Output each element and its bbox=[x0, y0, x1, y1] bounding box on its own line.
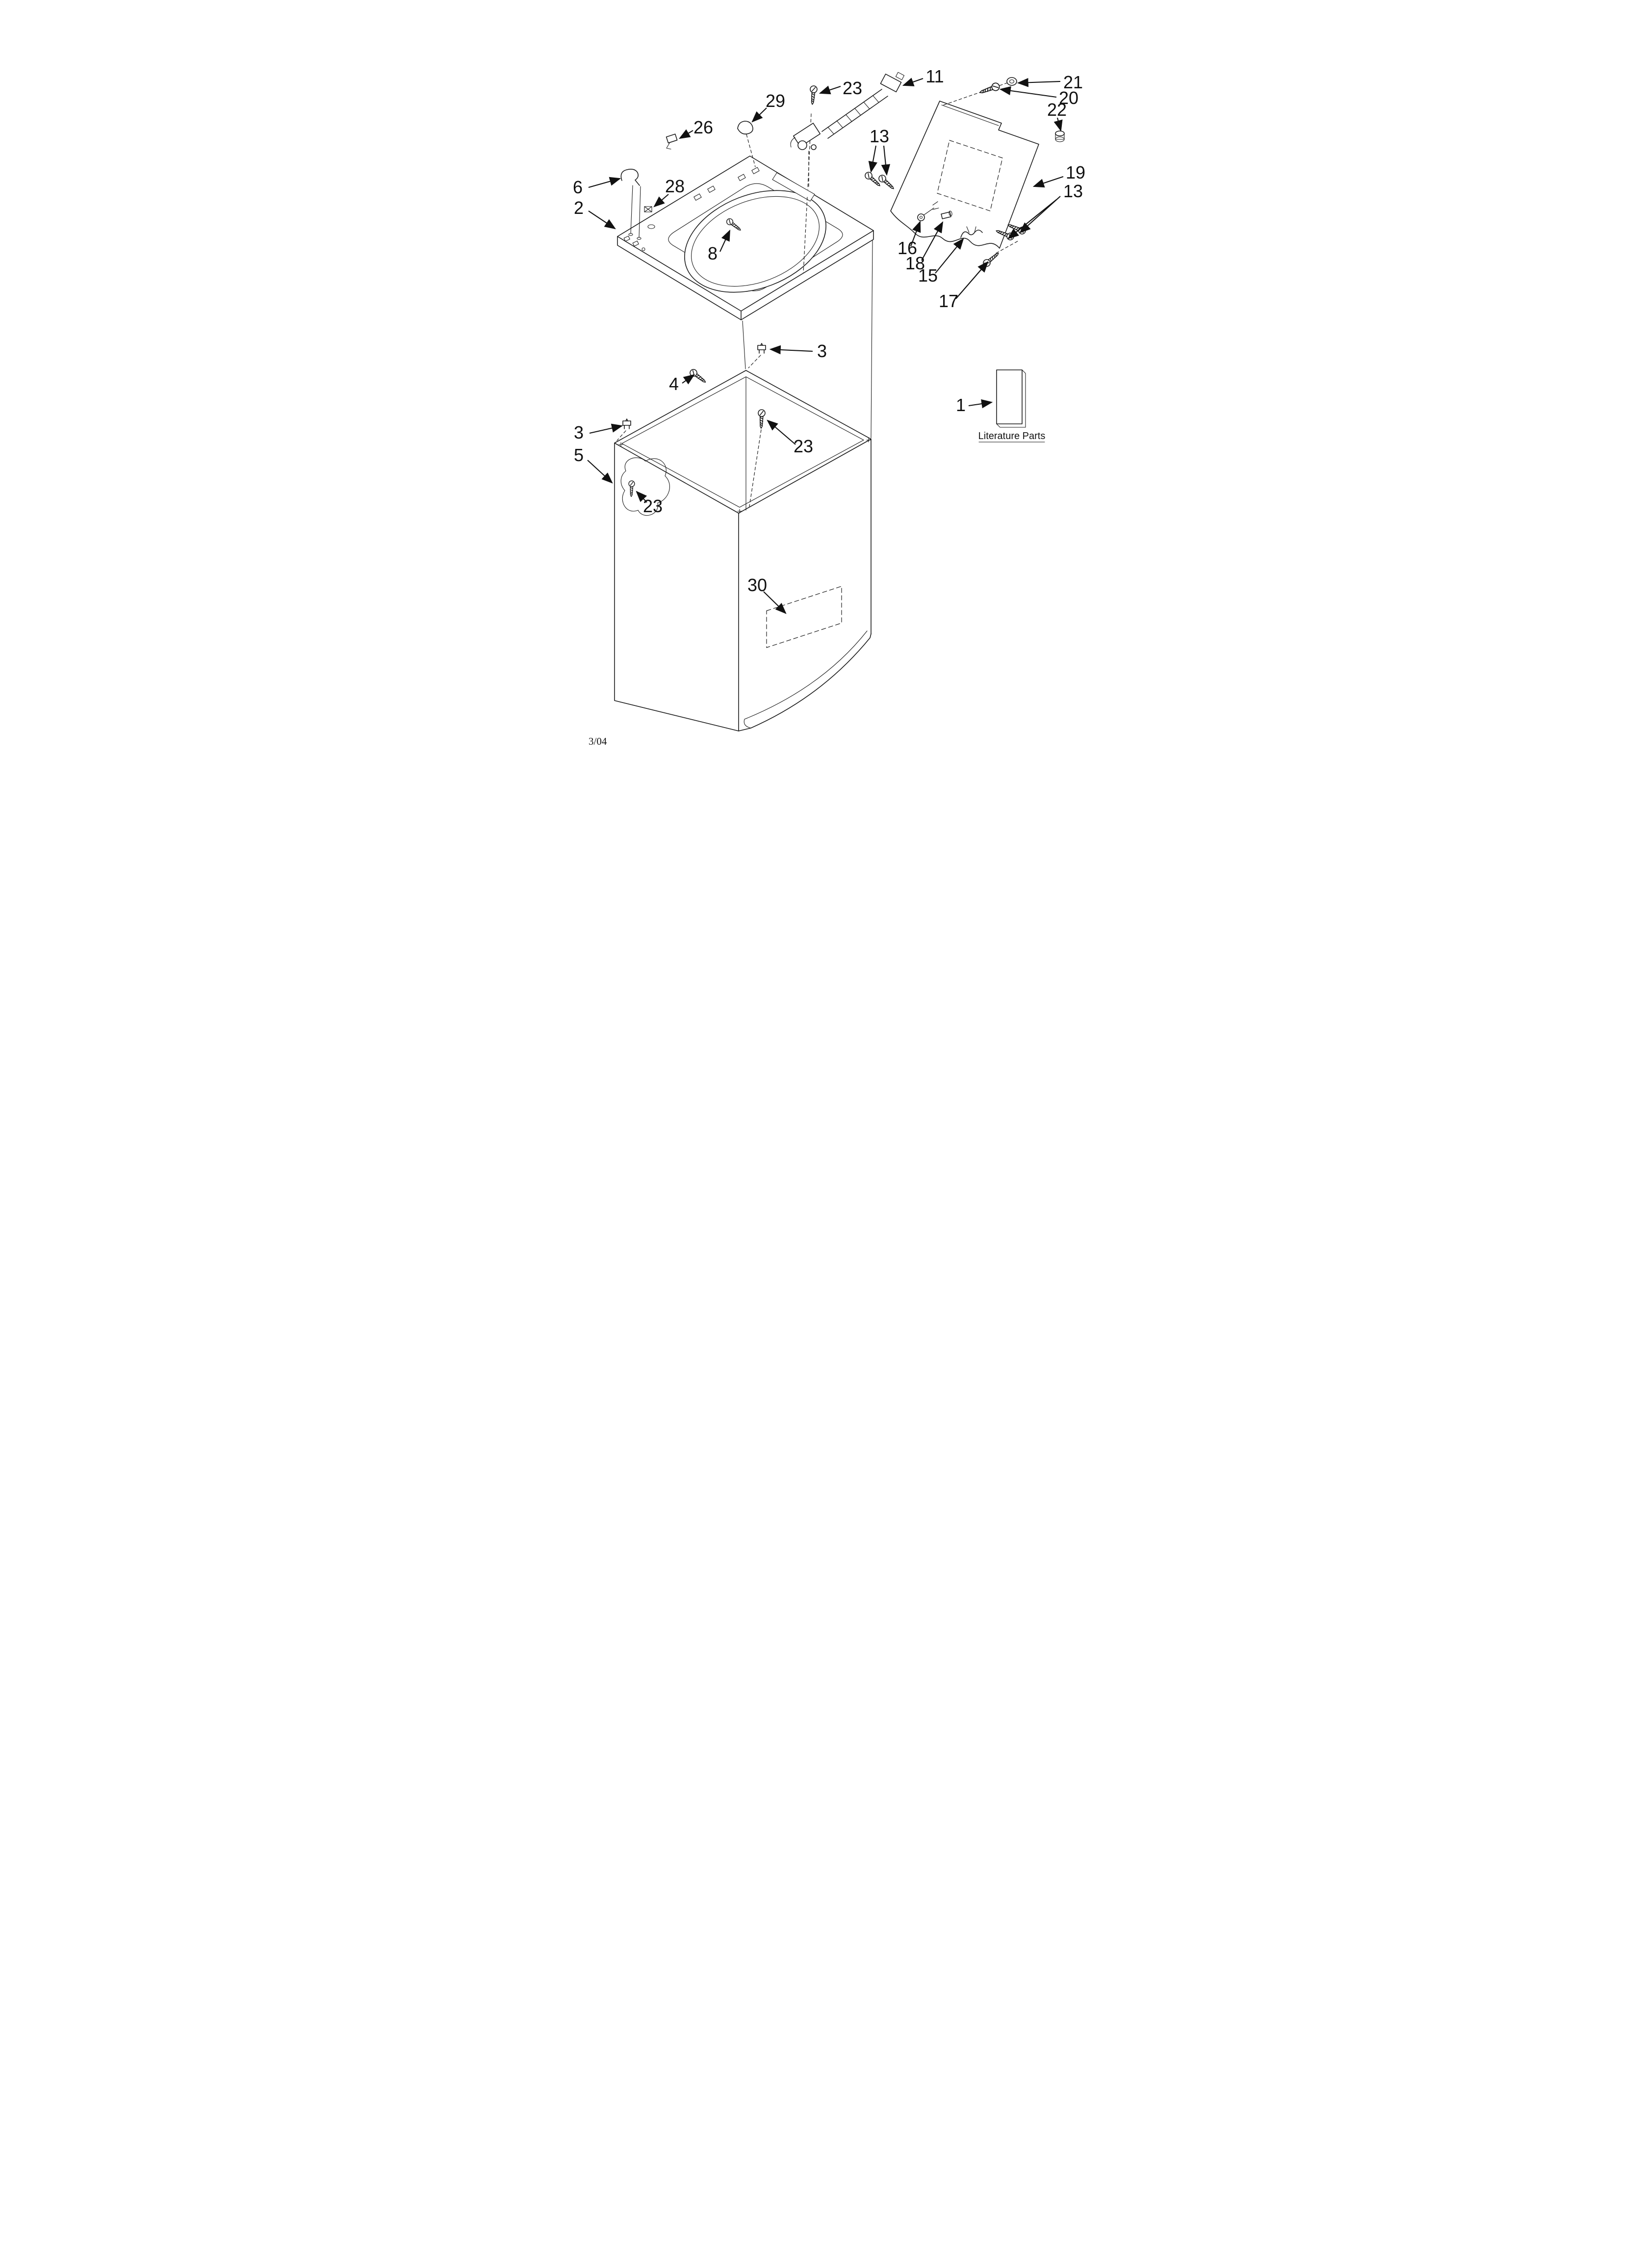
callout-8-screw: 8 bbox=[708, 243, 718, 263]
rear-panel-drawing bbox=[890, 101, 1039, 249]
callout-5-cabinet: 5 bbox=[574, 445, 584, 465]
grommet-part22-drawing bbox=[1055, 130, 1065, 142]
footer-date: 3/04 bbox=[589, 735, 607, 747]
callout-28-fastener: 28 bbox=[665, 176, 685, 196]
clip-part6-drawing bbox=[620, 169, 641, 240]
callout-26-clip: 26 bbox=[693, 117, 713, 137]
callout-11-harness: 11 bbox=[925, 66, 944, 86]
terminal-part16-drawing bbox=[917, 201, 939, 221]
screw-23-lower-drawing bbox=[628, 480, 635, 497]
callout-6-clip: 6 bbox=[573, 177, 583, 197]
clip-3-center-drawing bbox=[748, 343, 766, 368]
callout-1-literature: 1 bbox=[956, 395, 966, 415]
callout-arrows bbox=[587, 78, 1064, 614]
cabinet-drawing bbox=[614, 370, 872, 731]
fastener-part28-drawing bbox=[644, 206, 652, 212]
callout-3-clip-center: 3 bbox=[817, 341, 827, 361]
literature-book-drawing bbox=[978, 369, 1045, 443]
callout-13-screws-right: 13 bbox=[1063, 181, 1083, 201]
projection-lines bbox=[742, 240, 873, 439]
callout-15-clip: 15 bbox=[918, 265, 938, 286]
callout-21-nut: 21 bbox=[1063, 72, 1083, 92]
callout-16-terminal: 16 bbox=[898, 238, 917, 258]
nut-part21-drawing bbox=[1006, 77, 1017, 86]
clip-part26-drawing bbox=[666, 133, 678, 150]
screws-13-upper-drawing bbox=[863, 170, 897, 192]
callout-23-top-screw: 23 bbox=[843, 78, 862, 98]
callout-2-top-panel: 2 bbox=[574, 198, 584, 218]
callout-17-screw: 17 bbox=[939, 291, 958, 311]
callout-labels: 23 11 21 20 22 29 26 13 19 13 6 28 2 8 1… bbox=[573, 66, 1085, 747]
callout-19-rear-panel: 19 bbox=[1066, 162, 1085, 182]
callout-22-grommet: 22 bbox=[1047, 100, 1067, 120]
callout-13-screws-upper: 13 bbox=[870, 126, 889, 146]
clip-part15-drawing bbox=[960, 226, 983, 238]
callout-4-screw: 4 bbox=[669, 374, 679, 394]
top-panel-drawing bbox=[617, 156, 874, 320]
callout-18-spacer: 18 bbox=[905, 253, 925, 273]
parts-diagram-canvas: 23 11 21 20 22 29 26 13 19 13 6 28 2 8 1… bbox=[573, 66, 1085, 747]
callout-23-screw-mid: 23 bbox=[794, 436, 813, 456]
parts-diagram-page: 23 11 21 20 22 29 26 13 19 13 6 28 2 8 1… bbox=[547, 0, 1095, 756]
callout-3-clip-left: 3 bbox=[574, 422, 584, 443]
callout-23-screw-lower: 23 bbox=[643, 496, 663, 516]
spacer-part18-drawing bbox=[941, 210, 952, 219]
screw-part20-drawing bbox=[943, 80, 1015, 105]
clip-3-left-drawing bbox=[616, 418, 631, 441]
knob-part29-drawing bbox=[737, 121, 756, 167]
screw-part17-drawing bbox=[981, 240, 1020, 268]
callout-29-knob: 29 bbox=[766, 91, 785, 111]
screw-23-mid-drawing bbox=[749, 409, 766, 507]
callout-20-screw: 20 bbox=[1059, 88, 1078, 108]
literature-parts-label: Literature Parts bbox=[978, 431, 1046, 442]
callout-30-toe-panel: 30 bbox=[747, 575, 767, 595]
wiring-harness-drawing bbox=[790, 72, 905, 188]
